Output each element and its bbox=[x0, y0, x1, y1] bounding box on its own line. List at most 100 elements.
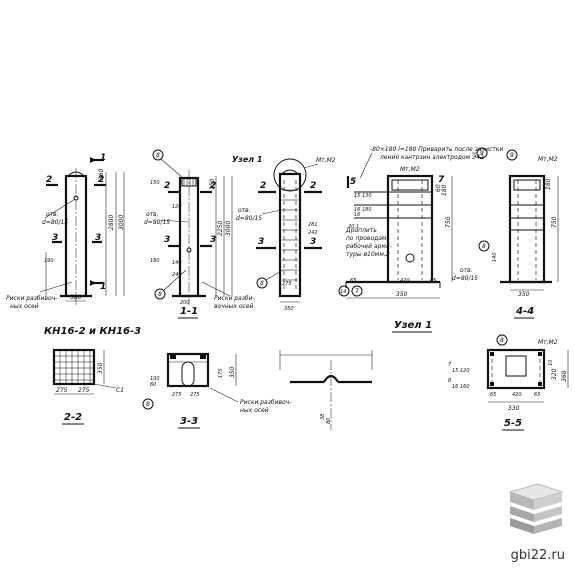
view-elevation-a: 1 1 2 2 3 3 отв. d=80/15 360 2800 3000 1… bbox=[6, 153, 125, 310]
cut-mark-1-bottom: 1 bbox=[100, 282, 106, 292]
c1-label: С1 bbox=[116, 387, 124, 394]
dim-65-d-left: 65 bbox=[350, 278, 356, 284]
section-5-5-outline bbox=[486, 348, 546, 390]
hole-label-a: отв. bbox=[46, 211, 59, 218]
svg-text:8: 8 bbox=[146, 401, 150, 408]
dim-360-i: 360 bbox=[561, 370, 568, 382]
riski-label-a-2: ных осей bbox=[10, 303, 39, 310]
svg-text:9: 9 bbox=[480, 150, 484, 157]
drawing-title: КН16-2 и КН16-3 bbox=[44, 326, 141, 337]
dim-150-b: 150 bbox=[150, 180, 160, 186]
view-reinforcement-c: Узел 1 Мт,М2 2 2 3 3 отв. d=80/15 8 281 … bbox=[232, 155, 336, 312]
dim-750-e: 750 bbox=[551, 216, 558, 228]
num-7-i: 7 bbox=[448, 362, 452, 368]
callout-8-top bbox=[152, 149, 164, 161]
cut-mark-3-right: 3 bbox=[95, 233, 101, 243]
cut-3-right-c: 3 bbox=[310, 237, 316, 247]
dim-242-c: 242 bbox=[308, 230, 318, 236]
hole-label-b: отв. bbox=[146, 211, 159, 218]
num-8-i: 8 bbox=[448, 378, 451, 384]
cut-mark-1-top: 1 bbox=[100, 153, 106, 163]
dim-10-i: 10 bbox=[548, 360, 554, 366]
dim-180-b: 180 bbox=[150, 258, 160, 264]
dim-275-c: 275 bbox=[282, 281, 292, 287]
node-1-circle bbox=[273, 158, 307, 192]
dim-320-i: 320 bbox=[551, 368, 558, 380]
dim-580-a: 580 bbox=[70, 294, 82, 301]
dim-65-i-left: 65 bbox=[490, 392, 496, 398]
cut-mark-2-left: 2 bbox=[46, 175, 52, 185]
watermark: gbi22.ru bbox=[510, 548, 565, 563]
dim-120-b: 120 bbox=[172, 204, 182, 210]
cut-mark-3-left: 3 bbox=[52, 233, 58, 243]
dim-275-3-3a: 275 bbox=[172, 392, 182, 398]
dim-420-d: 420 bbox=[400, 278, 410, 284]
weld-note-2: ления кантрзин электродом Э42 bbox=[379, 154, 484, 161]
section-title-5-5: 5-5 bbox=[504, 418, 522, 429]
section-title-1-1: 1-1 bbox=[180, 306, 198, 317]
dim-2800-a: 2800 bbox=[108, 215, 115, 230]
svg-text:8: 8 bbox=[158, 291, 162, 298]
dim-2250-b: 2250 bbox=[217, 221, 224, 236]
callout-8-c bbox=[256, 277, 268, 289]
dim-3000-b: 3000 bbox=[225, 221, 232, 236]
callout-8-e bbox=[478, 240, 490, 252]
dim-175-3-3: 175 bbox=[218, 368, 224, 378]
dim-150-b2: 150 bbox=[209, 178, 216, 190]
dim-200-b: 200 bbox=[180, 300, 190, 306]
cut-2-left-b: 2 bbox=[164, 181, 170, 191]
view-section-2-2: 275 275 350 С1 2-2 bbox=[52, 348, 124, 425]
cut-3-left-c: 3 bbox=[258, 237, 264, 247]
cut-2-right-b: 2 bbox=[210, 181, 216, 191]
hole-size-c: d=80/15 bbox=[236, 215, 262, 222]
callout-8-bottom bbox=[154, 288, 166, 300]
note-dr-2: по проводам bbox=[346, 235, 387, 242]
column-outline-e bbox=[508, 174, 546, 284]
hole-size-a: d=80/15 bbox=[42, 219, 68, 226]
mt-label-e: Мт,М2 bbox=[538, 156, 558, 163]
svg-text:14: 14 bbox=[340, 289, 346, 295]
dim-60-d: 60 bbox=[435, 184, 442, 192]
dim-140-e: 140 bbox=[492, 252, 498, 262]
dim-330-i: 330 bbox=[508, 405, 520, 412]
column-cap-a bbox=[67, 171, 85, 177]
dim-60-3-3: 60 bbox=[150, 382, 156, 388]
dim-80-h: 80 bbox=[326, 418, 332, 424]
dim-190-a: 190 bbox=[44, 258, 54, 264]
view-section-4-4: 9 Мт,М2 8 750 180 140 350 4-4 bbox=[478, 149, 559, 319]
svg-text:8: 8 bbox=[260, 280, 264, 287]
note-dr-4: туры ø10мм,2 bbox=[346, 251, 390, 258]
svg-text:7: 7 bbox=[355, 288, 359, 295]
svg-text:9: 9 bbox=[510, 152, 514, 159]
riski-label-b-1: Риски разби- bbox=[214, 295, 255, 302]
cut-2-right-c: 2 bbox=[310, 181, 316, 191]
callout-8-i bbox=[496, 334, 508, 346]
uzel-1-label-top: Узел 1 bbox=[232, 155, 262, 164]
dim-240-b: 240 bbox=[172, 272, 182, 278]
view-section-1-1: 2 2 3 3 8 150 120 отв. d=80/15 140 240 1… bbox=[144, 149, 255, 319]
dim-350-3-3: 350 bbox=[229, 366, 236, 378]
dim-550-d: 350 bbox=[396, 291, 408, 298]
column-outline-c bbox=[278, 172, 302, 298]
uzel-1-label-bottom: Узел 1 bbox=[394, 320, 432, 331]
view-node-1-detail: 38 80 bbox=[279, 350, 373, 430]
dim-65-d-right: 65 bbox=[430, 278, 436, 284]
dim-275-3-3b: 275 bbox=[190, 392, 200, 398]
frac-16-160: 16 160 bbox=[452, 384, 470, 390]
dim-180-d: 180 bbox=[441, 184, 448, 196]
cut-2-left-c: 2 bbox=[260, 181, 266, 191]
mt-label-d: Мт,М2 bbox=[400, 166, 420, 173]
riski-label-a-1: Риски разбивоч- bbox=[6, 295, 57, 302]
dim-100-3-3: 100 bbox=[150, 376, 160, 382]
section-title-4-4: 4-4 bbox=[515, 306, 534, 317]
callout-9-e bbox=[506, 149, 518, 161]
dim-750-d: 750 bbox=[445, 216, 452, 228]
note-dr-1: Дроплить bbox=[345, 227, 377, 234]
dim-140-b: 140 bbox=[172, 260, 182, 266]
dim-65-i-right: 65 bbox=[534, 392, 540, 398]
dim-180-e: 180 bbox=[545, 178, 552, 190]
view-section-3-3: 100 60 175 350 275 275 8 Риски разбивоч-… bbox=[142, 352, 291, 429]
cut-3-left-b: 3 bbox=[164, 235, 170, 245]
dim-38-h: 38 bbox=[320, 414, 326, 420]
